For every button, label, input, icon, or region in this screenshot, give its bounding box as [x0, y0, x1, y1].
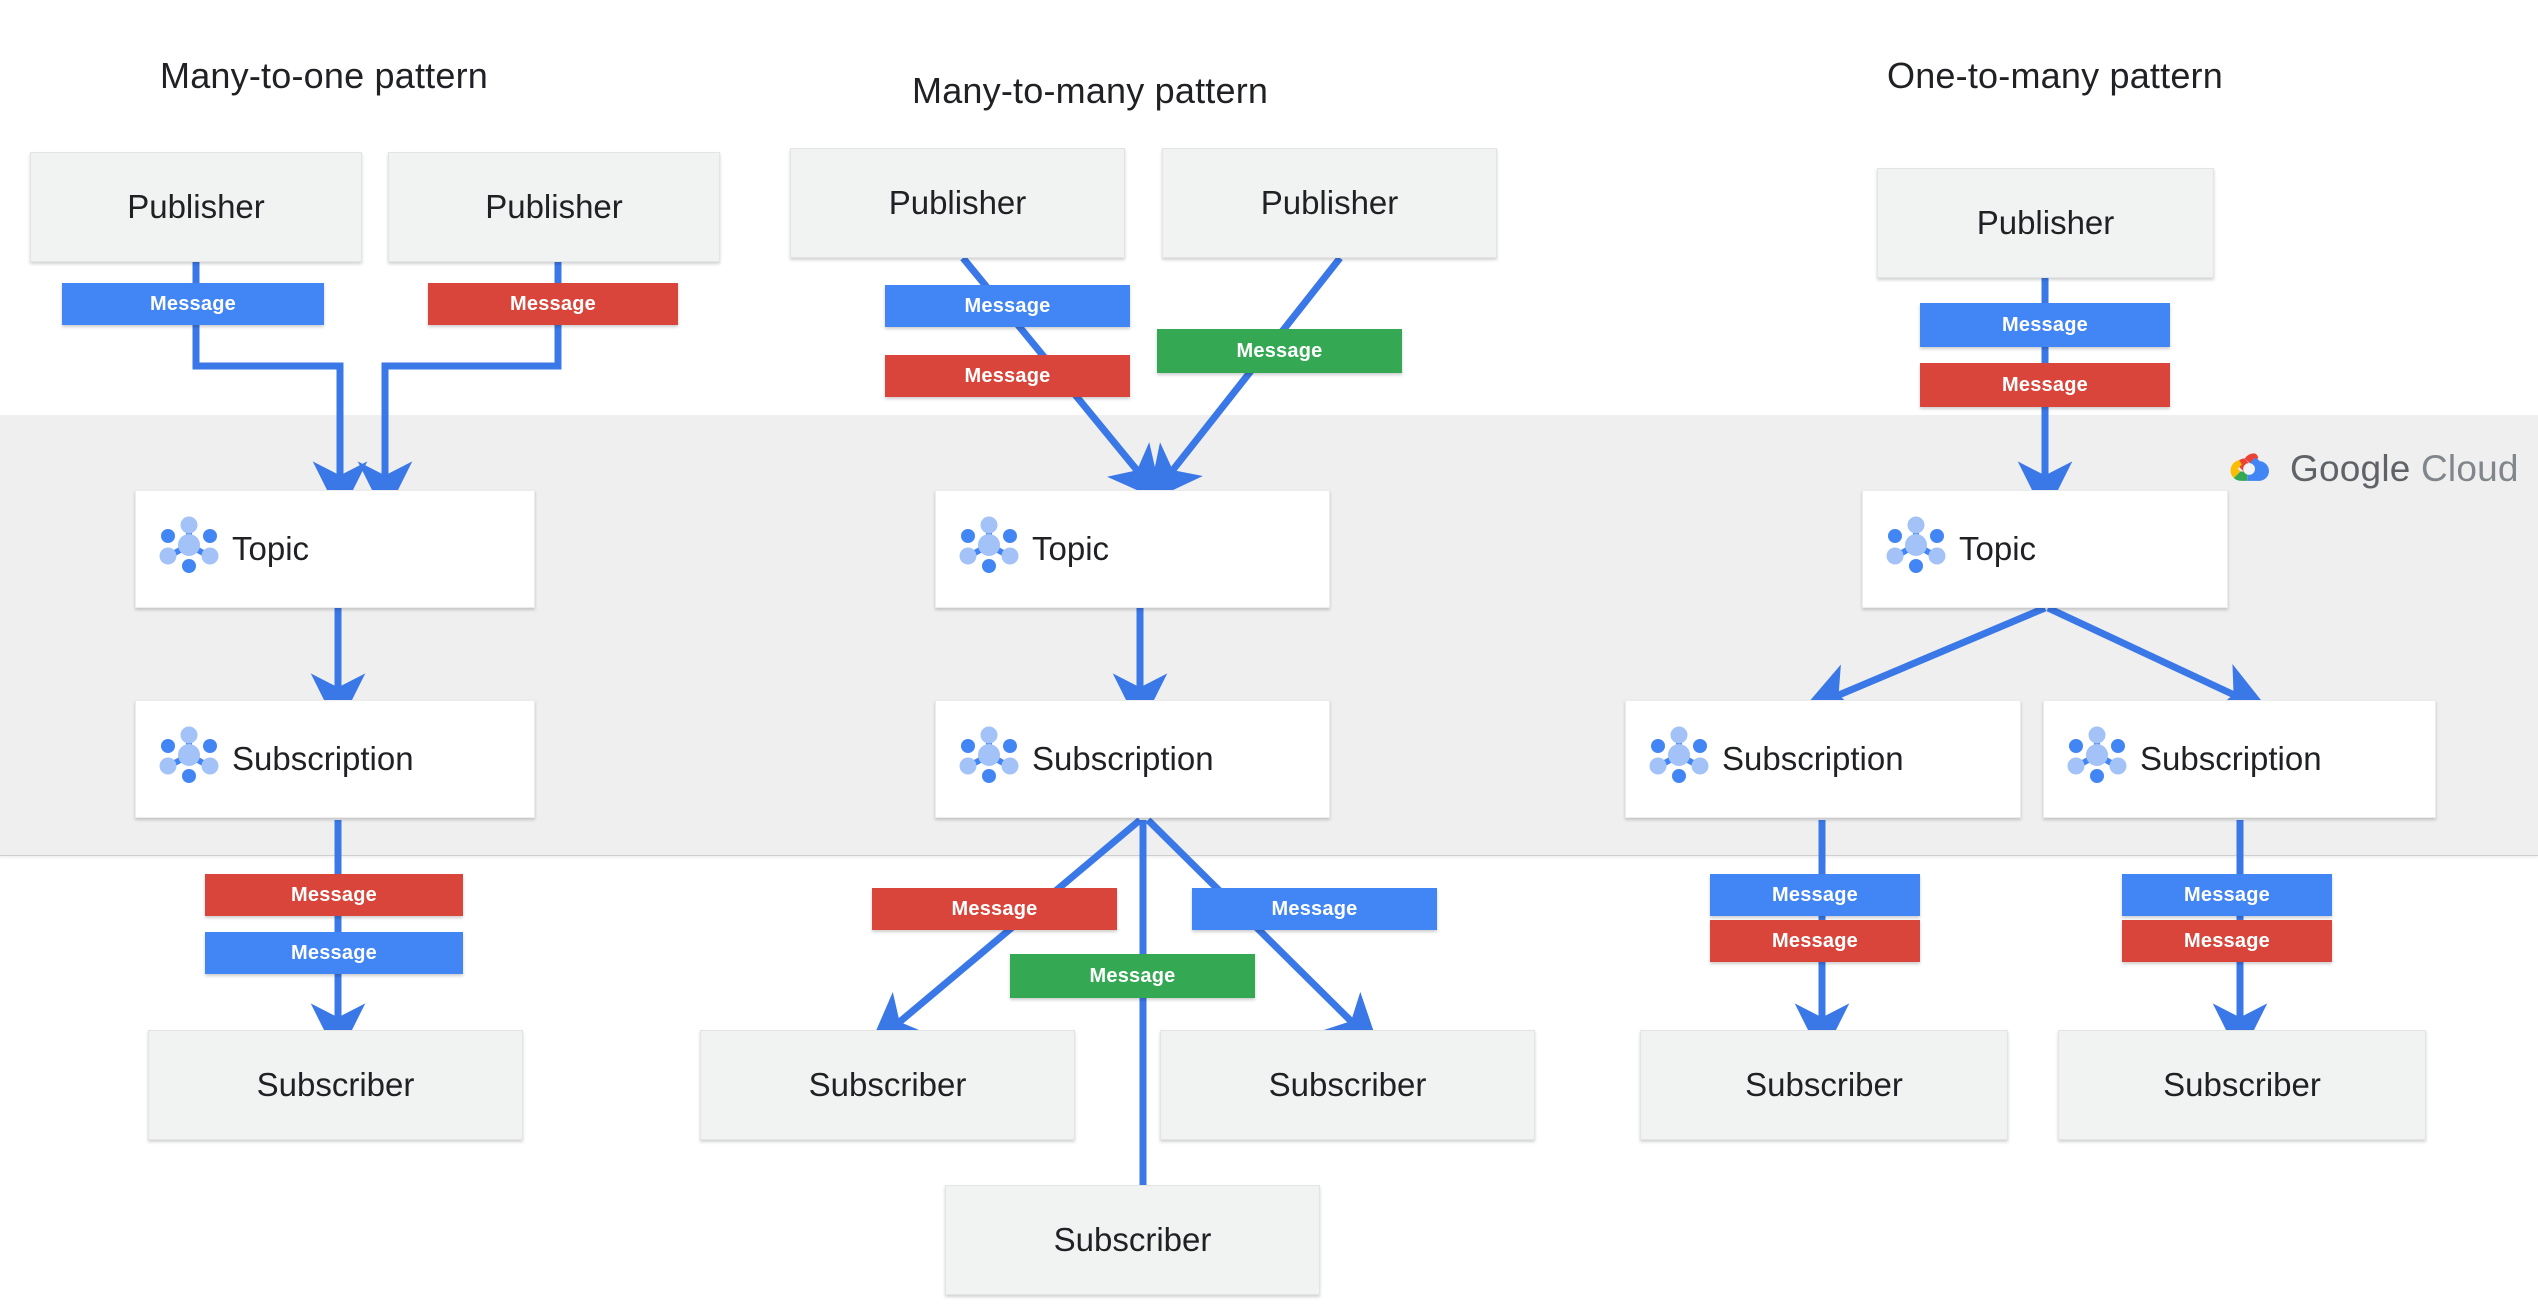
- message-badge-deliver-5: Message: [1010, 954, 1255, 998]
- subscriber-label: Subscriber: [256, 1066, 415, 1103]
- publisher-node-1[interactable]: Publisher: [30, 152, 362, 262]
- subscriber-label: Subscriber: [808, 1066, 967, 1103]
- wordmark-cloud: Cloud: [2421, 448, 2519, 489]
- message-badge-deliver-4: Message: [1192, 888, 1437, 930]
- pubsub-subscription-icon: [158, 724, 220, 794]
- message-badge-deliver-2: Message: [205, 932, 463, 974]
- publisher-label: Publisher: [888, 184, 1027, 221]
- message-badge-publish-3: Message: [885, 285, 1130, 327]
- publisher-node-4[interactable]: Publisher: [1162, 148, 1497, 258]
- topic-node-2[interactable]: Topic: [935, 490, 1330, 608]
- topic-label: Topic: [232, 530, 310, 567]
- publisher-label: Publisher: [485, 188, 623, 225]
- publisher-node-3[interactable]: Publisher: [790, 148, 1125, 258]
- subscription-label: Subscription: [2140, 740, 2322, 777]
- subscriber-label: Subscriber: [1268, 1066, 1427, 1103]
- publisher-label: Publisher: [127, 188, 265, 225]
- pubsub-topic-icon: [158, 514, 220, 584]
- pubsub-subscription-icon: [1648, 724, 1710, 794]
- publisher-node-5[interactable]: Publisher: [1877, 168, 2214, 278]
- subscriber-label: Subscriber: [1745, 1066, 1903, 1103]
- message-badge-deliver-9: Message: [2122, 920, 2332, 962]
- message-badge-deliver-1: Message: [205, 874, 463, 916]
- arrow-topic3-to-sub4: [2046, 604, 2271, 714]
- pattern-title-one-to-many: One-to-many pattern: [1887, 55, 2223, 96]
- pubsub-subscription-icon: [958, 724, 1020, 794]
- subscription-label: Subscription: [1722, 740, 1904, 777]
- subscriber-label: Subscriber: [1053, 1221, 1212, 1258]
- subscriber-label: Subscriber: [2163, 1066, 2321, 1103]
- message-badge-deliver-8: Message: [2122, 874, 2332, 916]
- pubsub-subscription-icon: [2066, 724, 2128, 794]
- message-badge-deliver-7: Message: [1710, 920, 1920, 962]
- subscription-node-4[interactable]: Subscription: [2043, 700, 2436, 818]
- topic-node-1[interactable]: Topic: [135, 490, 535, 608]
- subscription-label: Subscription: [1032, 740, 1214, 777]
- message-badge-deliver-6: Message: [1710, 874, 1920, 916]
- subscription-node-1[interactable]: Subscription: [135, 700, 535, 818]
- pattern-title-many-to-many: Many-to-many pattern: [912, 70, 1269, 111]
- subscriber-node-1[interactable]: Subscriber: [148, 1030, 523, 1140]
- subscriber-node-3[interactable]: Subscriber: [1160, 1030, 1535, 1140]
- message-badge-publish-6: Message: [1920, 303, 2170, 347]
- google-cloud-logo: Google Cloud: [2228, 448, 2519, 490]
- message-badge-publish-7: Message: [1920, 363, 2170, 407]
- message-badge-publish-2: Message: [428, 283, 678, 325]
- pattern-title-many-to-one: Many-to-one pattern: [160, 55, 488, 96]
- pubsub-topic-icon: [958, 514, 1020, 584]
- message-badge-publish-5: Message: [1157, 329, 1402, 373]
- subscription-label: Subscription: [232, 740, 414, 777]
- google-cloud-wordmark: Google Cloud: [2290, 448, 2519, 490]
- subscriber-node-2[interactable]: Subscriber: [700, 1030, 1075, 1140]
- wordmark-google: Google: [2290, 448, 2411, 489]
- pubsub-topic-icon: [1885, 514, 1947, 584]
- publisher-label: Publisher: [1260, 184, 1399, 221]
- publisher-node-2[interactable]: Publisher: [388, 152, 720, 262]
- topic-label: Topic: [1032, 530, 1110, 567]
- google-cloud-cloud-icon: [2230, 453, 2269, 481]
- subscriber-node-4[interactable]: Subscriber: [1640, 1030, 2008, 1140]
- subscriber-node-5[interactable]: Subscriber: [2058, 1030, 2426, 1140]
- subscriber-node-center[interactable]: Subscriber: [945, 1185, 1320, 1295]
- message-badge-publish-1: Message: [62, 283, 324, 325]
- subscription-node-2[interactable]: Subscription: [935, 700, 1330, 818]
- subscription-node-3[interactable]: Subscription: [1625, 700, 2021, 818]
- arrow-topic3-to-sub3: [1801, 604, 2047, 715]
- topic-label: Topic: [1959, 530, 2037, 567]
- message-badge-deliver-3: Message: [872, 888, 1117, 930]
- publisher-label: Publisher: [1976, 204, 2115, 241]
- message-badge-publish-4: Message: [885, 355, 1130, 397]
- topic-node-3[interactable]: Topic: [1862, 490, 2228, 608]
